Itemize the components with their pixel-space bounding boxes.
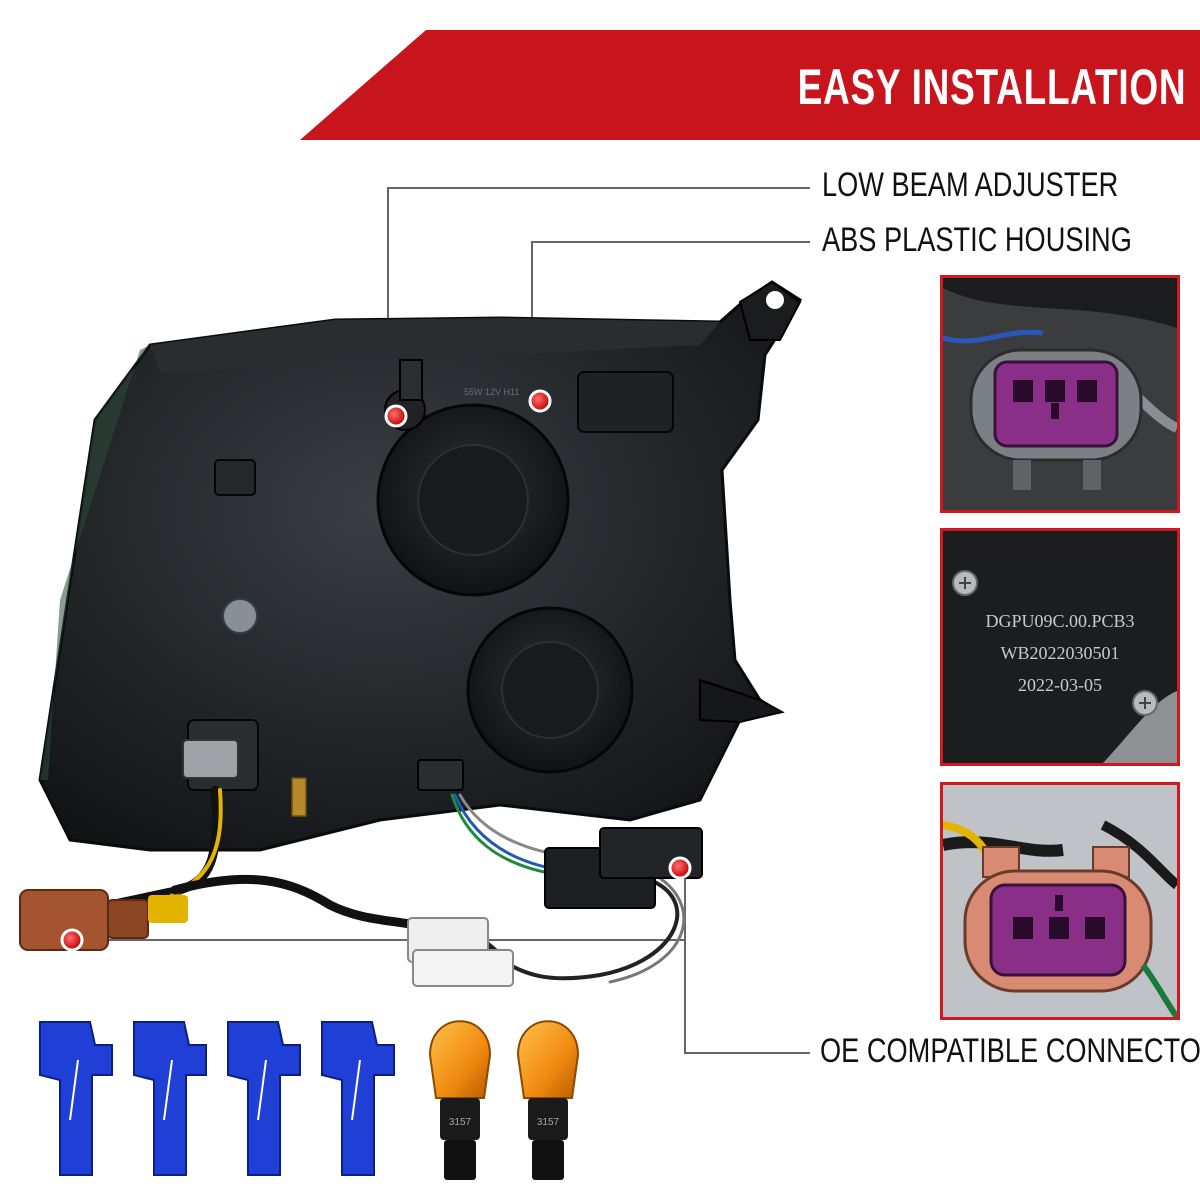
wire-tap-1 bbox=[39, 1021, 113, 1176]
housing-bulb-label: 55W 12V H11 bbox=[464, 387, 519, 397]
header-banner: EASY INSTALLATION bbox=[300, 30, 1200, 140]
marker-low-beam bbox=[384, 404, 408, 428]
headlight-housing bbox=[38, 280, 803, 852]
pcb-label-line-2: WB2022030501 bbox=[1001, 643, 1120, 663]
callout-markers bbox=[60, 389, 692, 952]
leader-oe-connectors bbox=[72, 939, 810, 1054]
banner-title: EASY INSTALLATION bbox=[797, 59, 1186, 115]
wire-tap-3 bbox=[227, 1021, 301, 1176]
pcb-label-line-1: DGPU09C.00.PCB3 bbox=[985, 611, 1134, 631]
marker-abs-housing bbox=[528, 389, 552, 413]
marker-connector-module bbox=[668, 856, 692, 880]
thumbnail-pcb-label: DGPU09C.00.PCB3 WB2022030501 2022-03-05 bbox=[940, 528, 1180, 766]
thumbnail-purple-connector bbox=[940, 275, 1180, 513]
bulb-base-label-2: 3157 bbox=[537, 1117, 560, 1128]
amber-bulb-2: 3157 bbox=[516, 1020, 580, 1180]
amber-bulb-1: 3157 bbox=[428, 1020, 492, 1180]
marker-oe-connector bbox=[60, 928, 84, 952]
callout-low-beam-adjuster: LOW BEAM ADJUSTER bbox=[822, 166, 1119, 204]
thumbnail-salmon-connector bbox=[940, 782, 1180, 1020]
pcb-label-line-3: 2022-03-05 bbox=[1018, 675, 1102, 695]
callout-oe-compatible-connectors: OE COMPATIBLE CONNECTORS bbox=[820, 1032, 1200, 1070]
amber-bulbs: 3157 3157 bbox=[428, 1020, 580, 1180]
wire-tap-connectors bbox=[39, 1021, 395, 1176]
bulb-base-label-1: 3157 bbox=[449, 1117, 472, 1128]
wire-tap-2 bbox=[133, 1021, 207, 1176]
callout-abs-plastic-housing: ABS PLASTIC HOUSING bbox=[822, 221, 1132, 259]
wire-tap-4 bbox=[321, 1021, 395, 1176]
